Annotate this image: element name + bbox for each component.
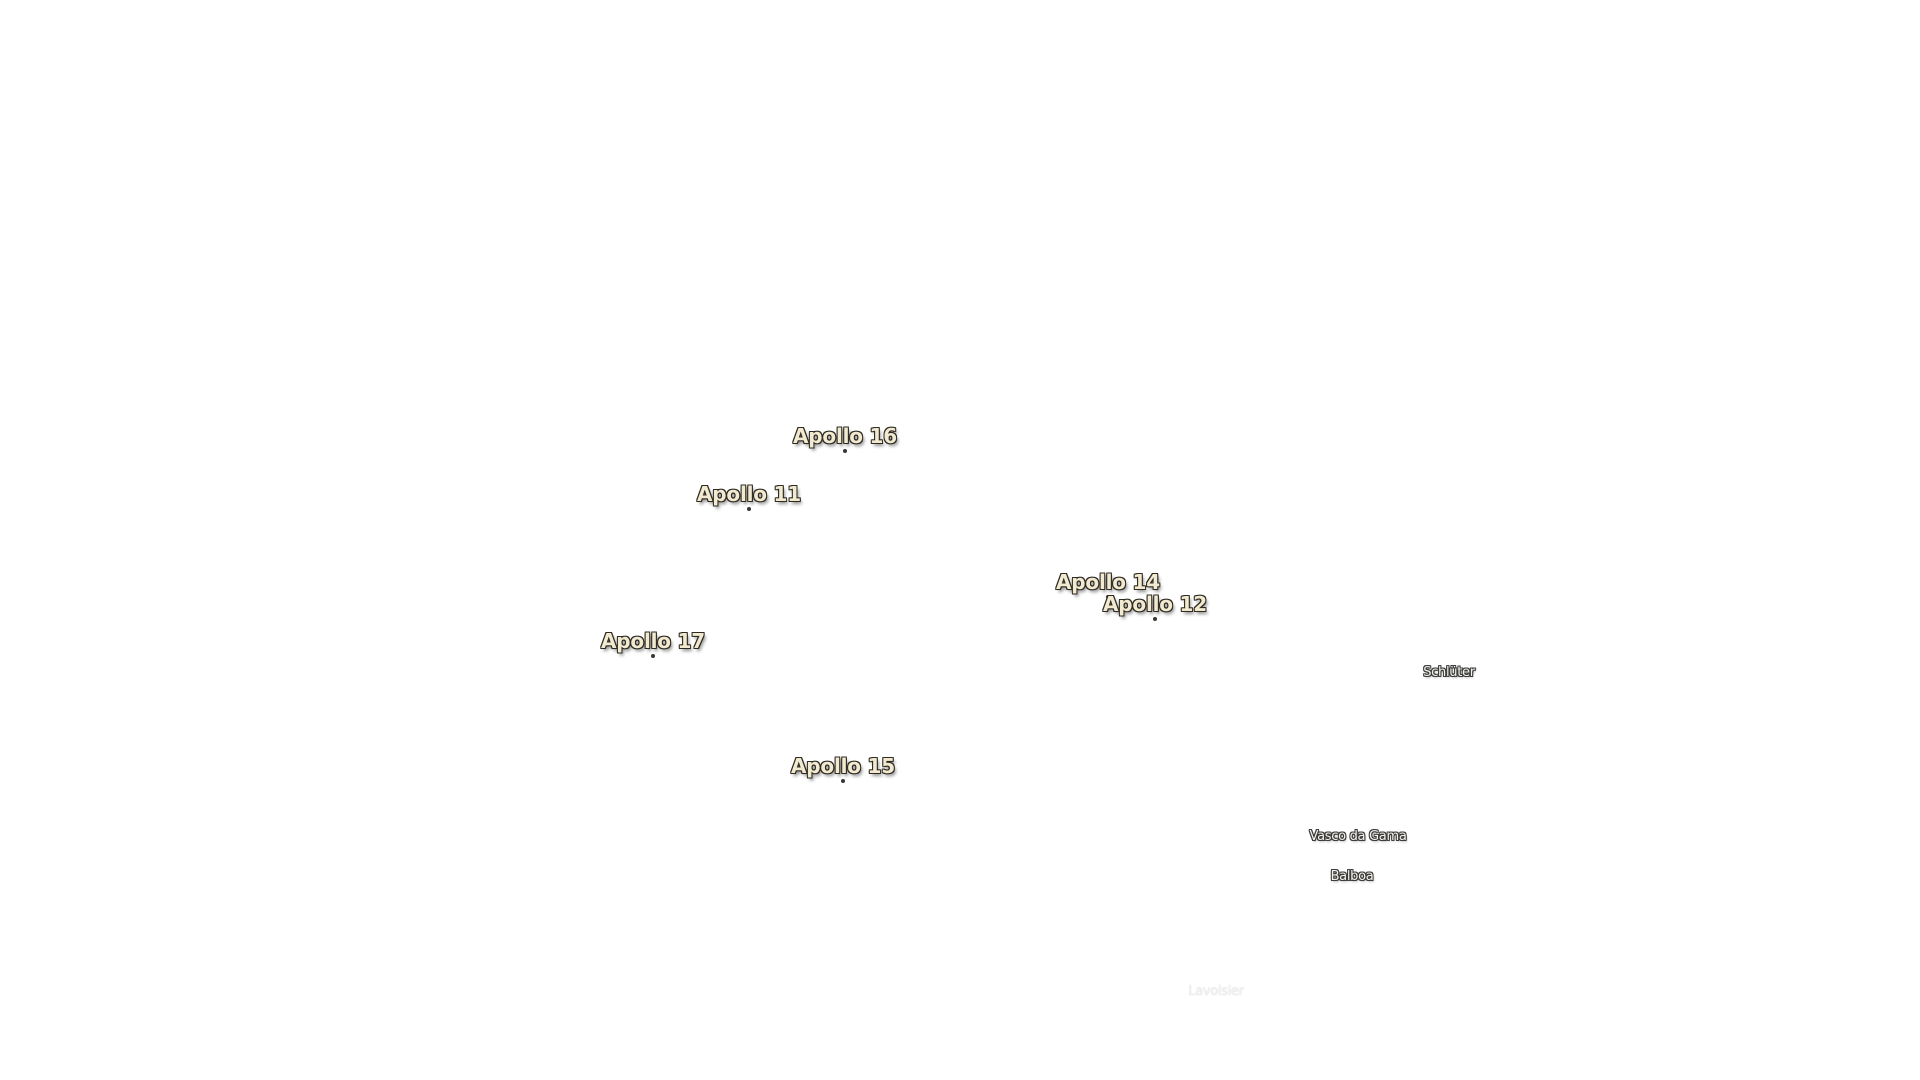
landing-site-label: Apollo 17 bbox=[601, 629, 705, 653]
landing-site-apollo-14[interactable]: Apollo 14 bbox=[1056, 570, 1160, 599]
landing-site-label: Apollo 11 bbox=[697, 482, 801, 506]
landing-site-marker bbox=[840, 779, 845, 783]
landing-site-apollo-17[interactable]: Apollo 17 bbox=[601, 629, 705, 658]
landing-site-apollo-12[interactable]: Apollo 12 bbox=[1103, 592, 1207, 621]
landing-site-label: Apollo 12 bbox=[1103, 592, 1207, 616]
landing-site-label: Apollo 15 bbox=[791, 754, 895, 778]
crater-label-schluter[interactable]: Schlüter bbox=[1423, 665, 1475, 680]
landing-site-marker bbox=[650, 654, 655, 658]
landing-site-marker bbox=[746, 507, 751, 511]
landing-site-label: Apollo 14 bbox=[1056, 570, 1160, 594]
landing-site-marker bbox=[842, 449, 847, 453]
landing-site-marker bbox=[1152, 617, 1157, 621]
landing-site-apollo-15[interactable]: Apollo 15 bbox=[791, 754, 895, 783]
crater-label-balboa[interactable]: Balboa bbox=[1330, 869, 1374, 884]
landing-site-apollo-16[interactable]: Apollo 16 bbox=[793, 424, 897, 453]
landing-site-label: Apollo 16 bbox=[793, 424, 897, 448]
crater-label-vasco-da-gama[interactable]: Vasco da Gama bbox=[1309, 829, 1407, 844]
crater-label-lavoisier[interactable]: Lavoisier bbox=[1188, 984, 1244, 999]
landing-site-apollo-11[interactable]: Apollo 11 bbox=[697, 482, 801, 511]
landing-site-marker bbox=[1105, 595, 1110, 599]
